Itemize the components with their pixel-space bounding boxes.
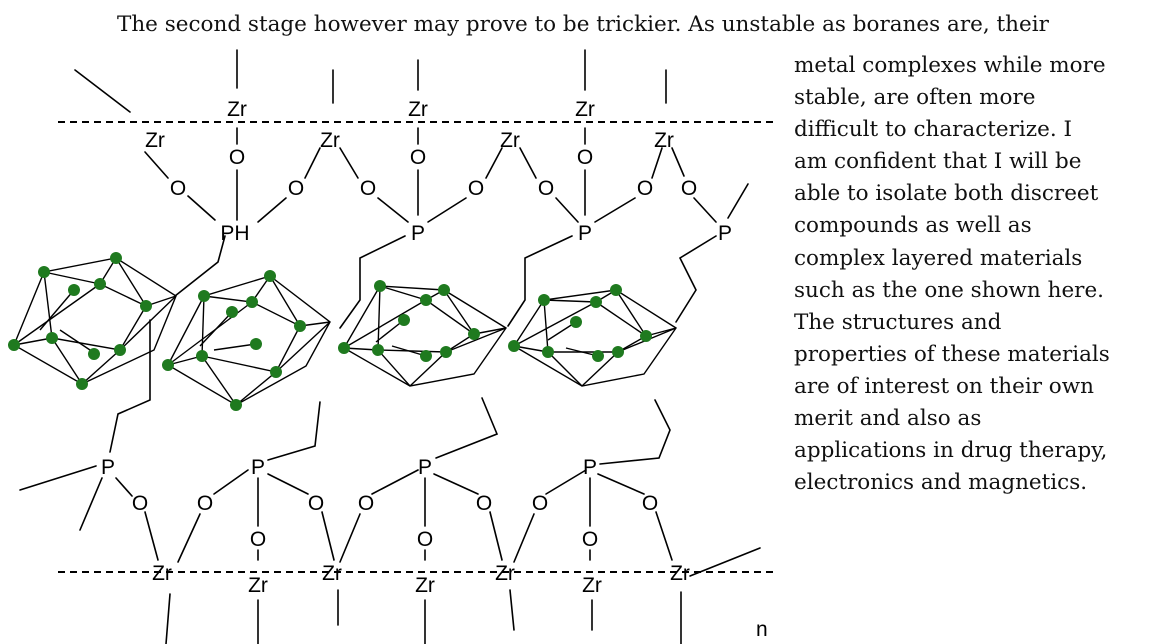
o-atom-label: O	[637, 177, 653, 200]
zr-atom-label: Zr	[582, 574, 602, 597]
o-atom-label: O	[681, 177, 697, 200]
zr-atom-label: Zr	[654, 129, 674, 152]
paragraph-line: difficult to characterize. I	[794, 117, 1073, 143]
o-atom-label: O	[197, 492, 213, 515]
p-atom-label: P	[583, 456, 597, 479]
p-atom-label: P	[251, 456, 265, 479]
o-atom-label: O	[577, 146, 593, 169]
zr-atom-label: Zr	[152, 562, 172, 585]
paragraph-line: properties of these materials	[794, 341, 1110, 367]
zr-atom-label: Zr	[322, 562, 342, 585]
paragraph-line: stable, are often more	[794, 85, 1036, 111]
o-atom-label: O	[308, 492, 324, 515]
zr-atom-label: Zr	[500, 129, 520, 152]
p-atom-label: P	[411, 222, 425, 245]
carborane-cage	[338, 280, 507, 387]
p-atom-label: P	[101, 456, 115, 479]
paragraph-line: electronics and magnetics.	[794, 470, 1088, 496]
paragraph-line: compounds as well as	[794, 213, 1032, 239]
o-atom-label: O	[358, 492, 374, 515]
carborane-cage	[508, 284, 677, 387]
zr-atom-label: Zr	[495, 562, 515, 585]
zr-atom-label: Zr	[320, 129, 340, 152]
paragraph-line: The structures and	[794, 309, 1002, 335]
carborane-cage	[8, 252, 177, 390]
lower-layer-atom-labels: P P P P O O O O O O O O O O Zr Zr Zr Zr …	[101, 456, 690, 597]
zr-atom-label: Zr	[248, 574, 268, 597]
layered-zirconium-phosphonate-carborane-structure: Zr Zr Zr Zr Zr Zr Zr O O O O O O O O O O…	[8, 49, 778, 644]
o-atom-label: O	[410, 146, 426, 169]
zr-atom-label: Zr	[408, 98, 428, 121]
p-atom-label: P	[718, 222, 732, 245]
o-atom-label: O	[250, 528, 266, 551]
o-atom-label: O	[538, 177, 554, 200]
repeat-unit-subscript: n	[756, 618, 768, 641]
paragraph-line: metal complexes while more	[794, 53, 1106, 78]
upper-layer-bonds	[74, 49, 749, 329]
zr-atom-label: Zr	[670, 562, 690, 585]
wrapped-paragraph: metal complexes while more stable, are o…	[794, 50, 1169, 499]
o-atom-label: O	[288, 177, 304, 200]
paragraph-line: able to isolate both discreet	[794, 181, 1099, 207]
p-atom-label: P	[578, 222, 592, 245]
o-atom-label: O	[360, 177, 376, 200]
zr-atom-label: Zr	[227, 98, 247, 121]
paragraph-line: such as the one shown here.	[794, 277, 1104, 303]
paragraph-line: applications in drug therapy,	[794, 438, 1108, 464]
o-atom-label: O	[642, 492, 658, 515]
ph-atom-label: PH	[220, 222, 249, 245]
o-atom-label: O	[582, 528, 598, 551]
o-atom-label: O	[532, 492, 548, 515]
carborane-cage	[162, 270, 331, 411]
paragraph-line: am confident that I will be	[794, 149, 1082, 175]
zr-atom-label: Zr	[145, 129, 165, 152]
paragraph-line: merit and also as	[794, 406, 982, 432]
p-atom-label: P	[418, 456, 432, 479]
o-atom-label: O	[476, 492, 492, 515]
zr-atom-label: Zr	[415, 574, 435, 597]
lower-layer-bonds	[19, 319, 761, 644]
o-atom-label: O	[229, 146, 245, 169]
o-atom-label: O	[468, 177, 484, 200]
paragraph-line: complex layered materials	[794, 245, 1083, 271]
upper-layer-atom-labels: Zr Zr Zr Zr Zr Zr Zr O O O O O O O O O O…	[145, 98, 732, 245]
paragraph-line: are of interest on their own	[794, 373, 1095, 399]
o-atom-label: O	[170, 177, 186, 200]
o-atom-label: O	[132, 492, 148, 515]
o-atom-label: O	[417, 528, 433, 551]
lead-paragraph-line: The second stage however may prove to be…	[117, 12, 1049, 37]
zr-atom-label: Zr	[575, 98, 595, 121]
